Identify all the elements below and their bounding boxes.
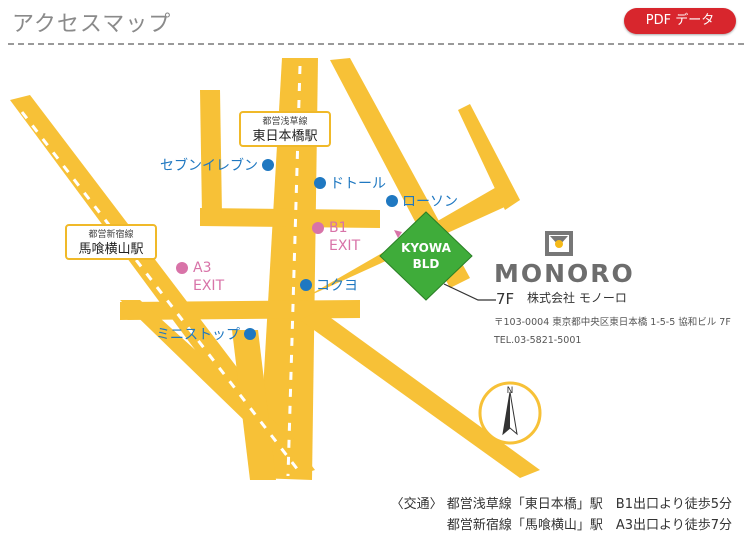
header-divider [8, 43, 744, 45]
kokuyo-label: コクヨ [316, 278, 358, 294]
monoro-logo-icon [545, 231, 573, 256]
road-upper-left-vertical [200, 90, 222, 215]
doutor-label: ドトール [330, 176, 386, 192]
station-name-label: 東日本橋駅 [252, 128, 317, 144]
road-network [10, 58, 540, 480]
seven-eleven-label: セブンイレブン [160, 157, 258, 174]
ministop-marker-icon [244, 328, 256, 340]
company-floor-label: 7F [496, 290, 514, 308]
road-lower-right-diagonal [300, 310, 540, 478]
pdf-download-button[interactable]: PDF データ [624, 8, 736, 34]
company-name-label: 株式会社 モノーロ [527, 290, 627, 305]
logo-dot [555, 240, 563, 248]
seven-eleven-marker-icon [262, 159, 274, 171]
station-name-label: 馬喰横山駅 [78, 241, 143, 257]
doutor-marker-icon [314, 177, 326, 189]
exit-markers [176, 222, 324, 274]
access-info-line-2: 都営新宿線「馬喰横山」駅 A3出口より徒歩7分 [446, 518, 732, 533]
station-box-higashi-nihombashi[interactable]: 都営浅草線 東日本橋駅 [239, 111, 331, 147]
kyowa-building-label-1: KYOWA [401, 241, 451, 255]
road-main-vertical [258, 58, 318, 480]
road-upper-right-spur [458, 104, 520, 210]
station-line-label: 都営浅草線 [262, 115, 307, 127]
kyowa-building-shape [379, 211, 473, 301]
station-box-frame [239, 111, 331, 147]
compass-north-label: N [507, 386, 514, 396]
landmark-markers [244, 159, 398, 340]
exit-b1-sub-label: EXIT [329, 238, 361, 254]
company-tel: TEL.03-5821-5001 [493, 335, 581, 346]
compass-needle-shade [503, 392, 510, 434]
station-box-frame [65, 224, 157, 260]
kokuyo-marker-icon [300, 279, 312, 291]
exit-b1-marker-icon [312, 222, 324, 234]
station-line-label: 都営新宿線 [88, 228, 133, 240]
exit-a3-sub-label: EXIT [193, 278, 225, 294]
company-address: 〒103-0004 東京都中央区東日本橋 1-5-5 協和ビル 7F [494, 316, 731, 328]
lawson-label: ローソン [402, 194, 458, 210]
compass-icon: N [478, 381, 542, 445]
building-leader-line [443, 283, 496, 301]
access-info-line-1: 〈交通〉 都営浅草線「東日本橋」駅 B1出口より徒歩5分 [390, 497, 732, 512]
lawson-marker-icon [386, 195, 398, 207]
dash-left-diagonal [20, 111, 300, 471]
exit-a3-label: A3 [193, 260, 211, 276]
kyowa-building-label-2: BLD [413, 257, 440, 271]
ministop-label: ミニストップ [156, 327, 240, 343]
exit-b1-label: B1 [329, 220, 348, 236]
road-bottom-connector [232, 330, 276, 480]
page-title: アクセスマップ [12, 12, 172, 37]
exit-a3-marker-icon [176, 262, 188, 274]
company-logo-text: MONORO [494, 259, 635, 288]
road-top-horizontal [200, 208, 380, 228]
entrance-marker-icon [394, 230, 402, 238]
kyowa-building[interactable]: KYOWA BLD [379, 211, 473, 301]
station-box-bakuro-yokoyama[interactable]: 都営新宿線 馬喰横山駅 [65, 224, 157, 260]
